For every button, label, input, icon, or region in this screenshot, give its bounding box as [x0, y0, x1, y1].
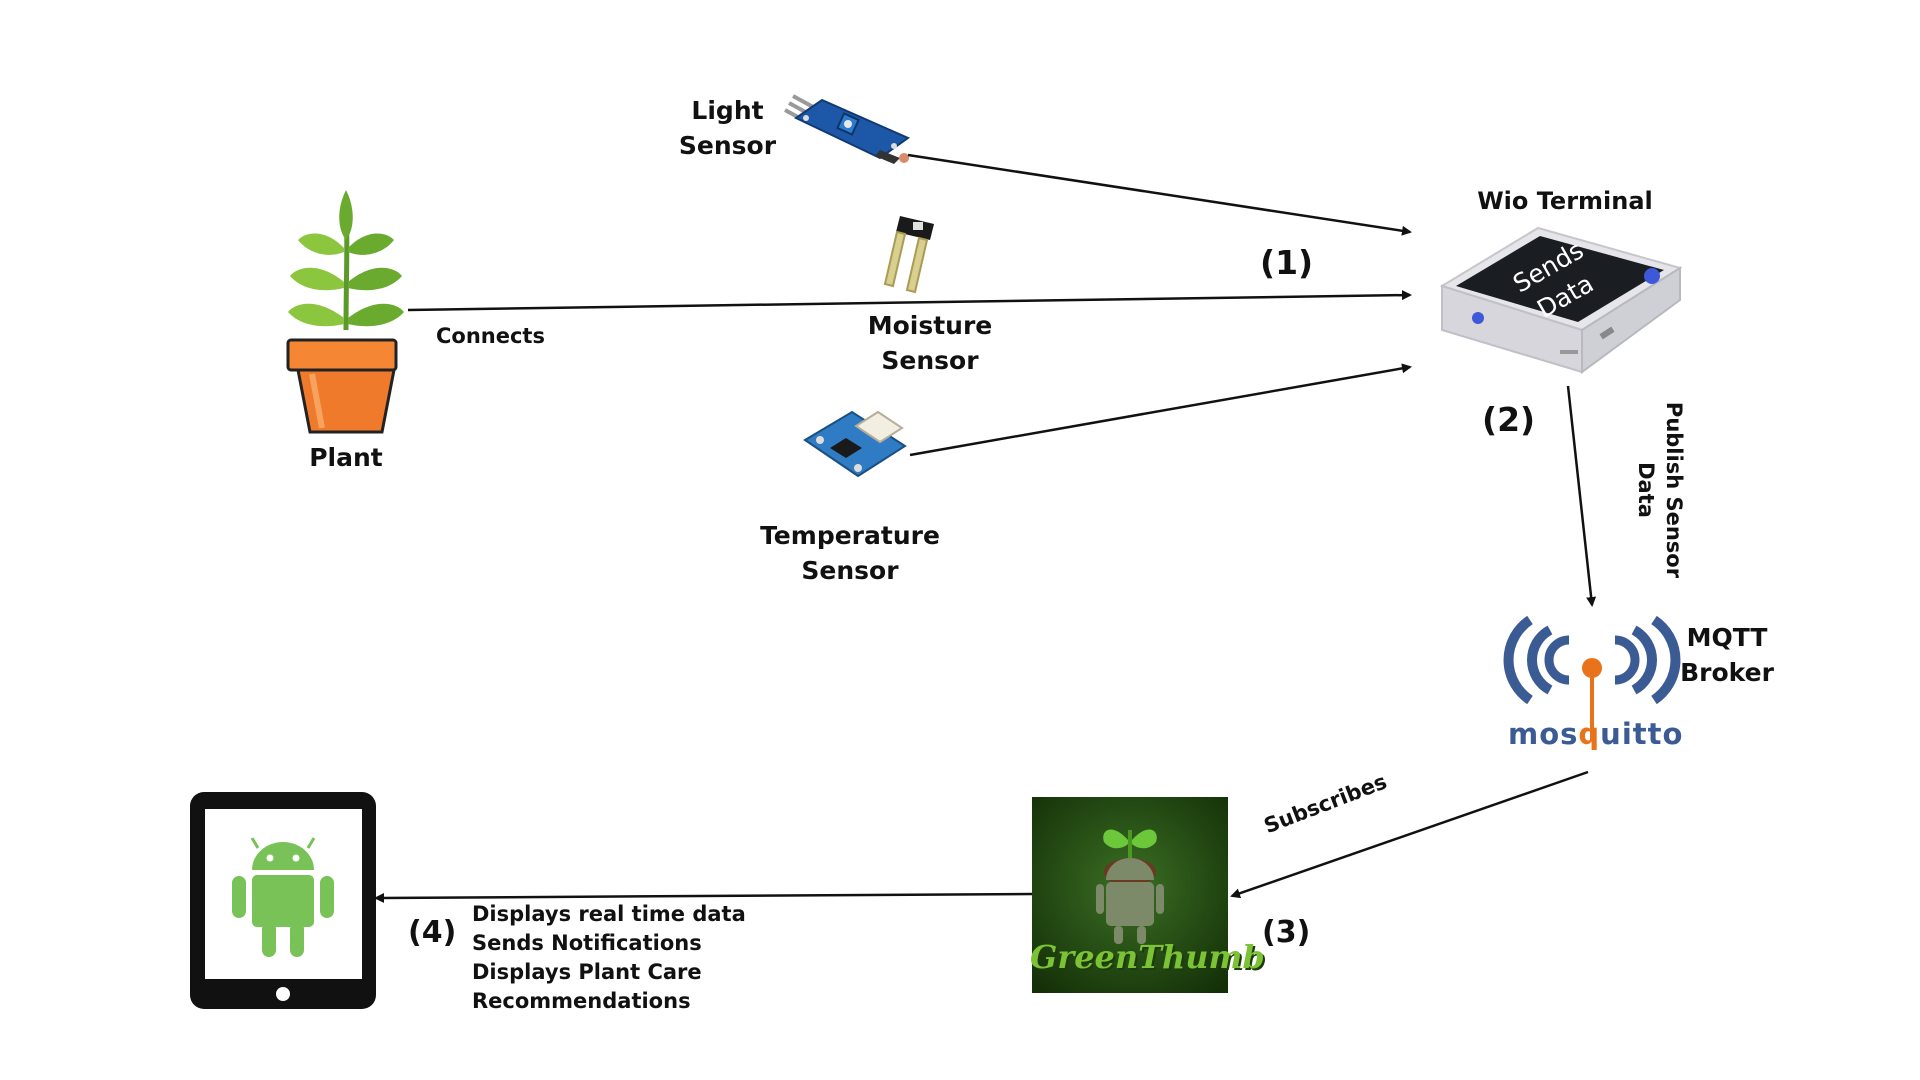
feature-item: Sends Notifications [472, 931, 702, 955]
wio-terminal-title: Wio Terminal [1477, 187, 1653, 215]
publish-sensor-data-label: Publish Sensor Data [1634, 401, 1686, 579]
step-3-label: (3) [1262, 915, 1311, 950]
connects-label: Connects [436, 324, 545, 348]
wio-terminal-icon [1439, 226, 1683, 374]
feature-item: Displays real time data [472, 902, 746, 926]
arrow-temperature-to-wio [909, 363, 1412, 457]
step-4-label: (4) [408, 915, 457, 950]
step-1-label: (1) [1260, 243, 1314, 282]
tablet-features-list: Displays real time data Sends Notificati… [472, 900, 746, 1016]
mqtt-broker-label: MQTT Broker [1680, 623, 1774, 687]
greenthumb-logo-text: GreenThumb [1030, 938, 1265, 976]
greenthumb-app-icon [1032, 797, 1228, 993]
step-2-label: (2) [1482, 400, 1536, 439]
plant-label: Plant [309, 443, 383, 472]
light-sensor-label: Light Sensor [678, 96, 777, 160]
arrow-plant-to-wio [407, 290, 1412, 312]
temperature-sensor-label: Temperature Sensor [760, 521, 940, 585]
temperature-sensor-icon [803, 410, 907, 478]
mosquitto-logo-text: mosquitto [1508, 717, 1684, 751]
android-icon [232, 837, 334, 957]
arrow-wio-to-broker [1566, 385, 1597, 607]
arrow-light-to-wio [907, 153, 1412, 236]
arrow-app-to-tablet [374, 892, 1033, 903]
mosquitto-logo-icon [1503, 615, 1681, 740]
arrow-broker-to-app [1230, 770, 1589, 899]
moisture-sensor-label: Moisture Sensor [867, 311, 993, 375]
light-sensor-icon [784, 94, 911, 164]
feature-item: Recommendations [472, 989, 691, 1013]
feature-item: Displays Plant Care [472, 960, 702, 984]
mosquitto-q-letter: q [1578, 717, 1601, 751]
moisture-sensor-icon [883, 216, 934, 294]
plant-icon [286, 190, 404, 434]
